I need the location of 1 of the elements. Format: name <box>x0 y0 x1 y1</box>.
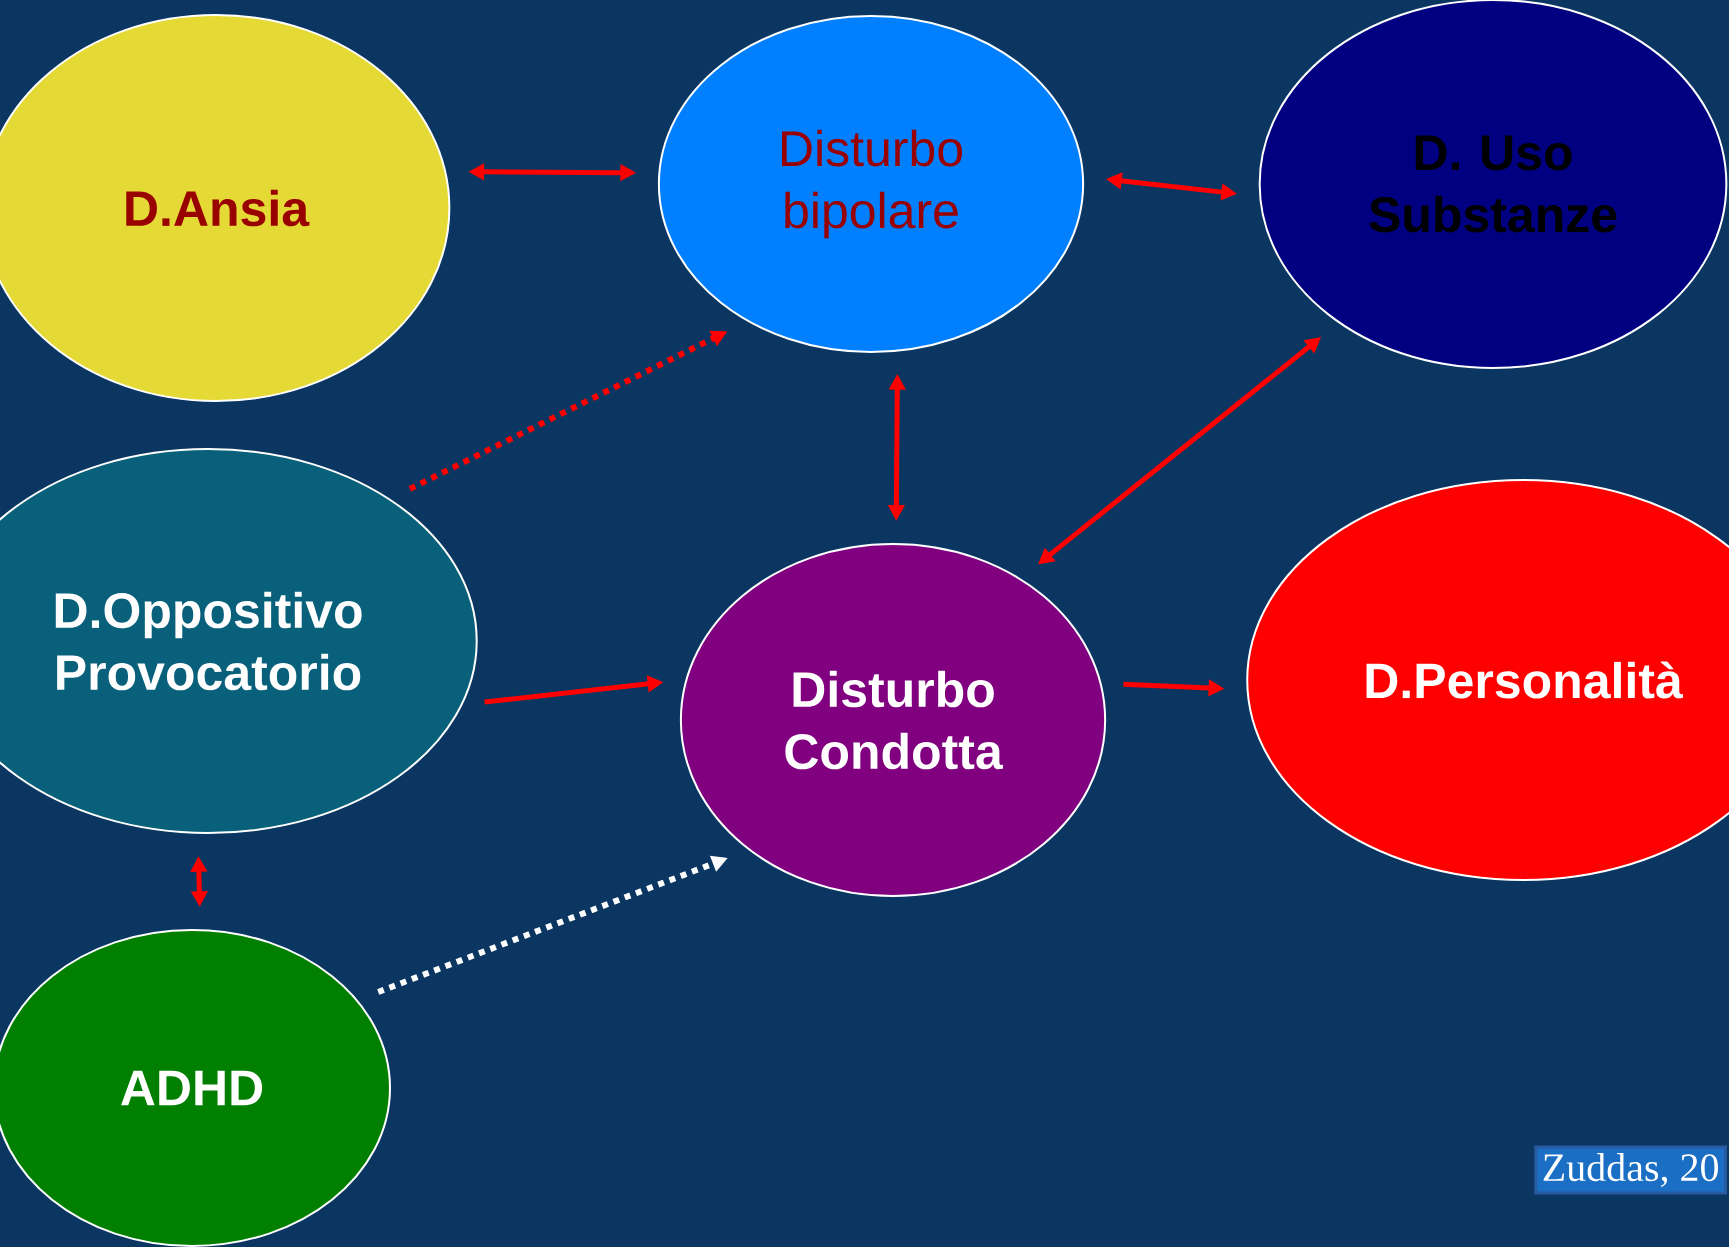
citation-label: Zuddas, 20 <box>1534 1145 1727 1195</box>
